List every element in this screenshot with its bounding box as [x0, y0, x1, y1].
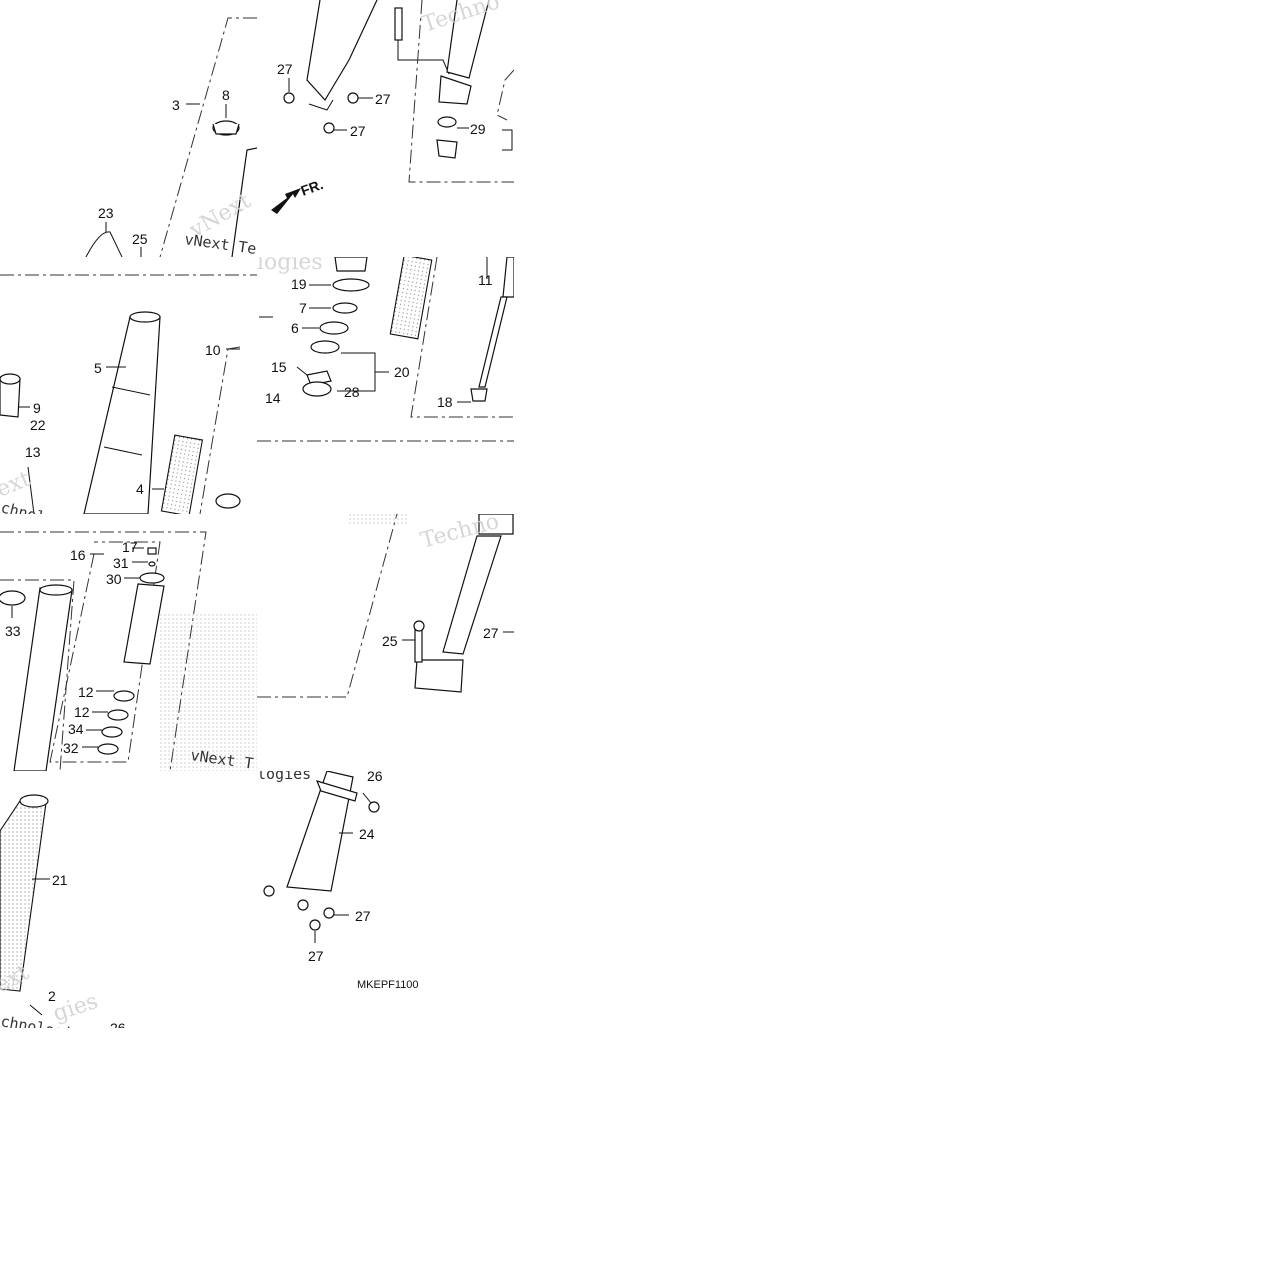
callout-14: 14 [265, 390, 281, 406]
diagram-tile-seals-damper: logies 19 7 6 15 20 28 14 11 18 [257, 257, 514, 514]
diagram-tile-cartridge: vNext T 16 17 31 30 33 12 12 34 32 [0, 514, 257, 771]
callout-16: 16 [70, 547, 86, 563]
callout-34: 34 [68, 721, 84, 737]
callout-21: 21 [52, 872, 68, 888]
callout-12-b: 12 [74, 704, 90, 720]
svg-text:logies: logies [257, 771, 311, 783]
callout-7: 7 [299, 300, 307, 316]
front-direction-label: FR. [299, 176, 326, 199]
callout-17: 17 [122, 539, 138, 555]
diagram-tile-fork-protector: logies 26 24 27 27 MKEPF1100 [257, 771, 514, 1028]
callout-22: 22 [30, 417, 46, 433]
svg-text:chnologies: chnologies [0, 498, 91, 514]
diagram-tile-lower-leg: ext gies chnologie 21 2 26 [0, 771, 257, 1028]
callout-2: 2 [48, 988, 56, 1004]
callout-26: 26 [367, 771, 383, 784]
svg-text:vNext Tec: vNext Tec [183, 230, 257, 257]
callout-23: 23 [98, 205, 114, 221]
callout-27-a: 27 [355, 908, 371, 924]
callout-29: 29 [470, 121, 486, 137]
callout-27-b: 27 [308, 948, 324, 964]
callout-10: 10 [205, 342, 221, 358]
callout-26: 26 [110, 1020, 126, 1028]
callout-33: 33 [5, 623, 21, 639]
callout-28: 28 [344, 384, 360, 400]
callout-24: 24 [359, 826, 375, 842]
diagram-tile-fork-guard-top: Techno 27 27 27 29 FR. [257, 0, 514, 257]
diagram-tile-inner-tube: ext chnologies 5 10 9 22 13 4 [0, 257, 257, 514]
callout-5: 5 [94, 360, 102, 376]
svg-text:logies: logies [257, 257, 323, 275]
callout-27-b: 27 [375, 91, 391, 107]
callout-13: 13 [25, 444, 41, 460]
diagram-tile-upper-fork-cap: vNext vNext Tec 3 8 23 25 [0, 0, 257, 257]
callout-32: 32 [63, 740, 79, 756]
callout-8: 8 [222, 87, 230, 103]
callout-31: 31 [113, 555, 129, 571]
callout-27-a: 27 [277, 61, 293, 77]
callout-9: 9 [33, 400, 41, 416]
callout-27-c: 27 [350, 123, 366, 139]
callout-4: 4 [136, 481, 144, 497]
callout-11: 11 [478, 272, 493, 288]
callout-30: 30 [106, 571, 122, 587]
callout-3: 3 [172, 97, 180, 113]
callout-18: 18 [437, 394, 453, 410]
callout-12-a: 12 [78, 684, 94, 700]
callout-15: 15 [271, 359, 287, 375]
diagram-code: MKEPF1100 [357, 979, 419, 991]
callout-19: 19 [291, 276, 307, 292]
callout-6: 6 [291, 320, 299, 336]
diagram-tile-outer-tube: Techno 25 27 [257, 514, 514, 771]
callout-25: 25 [382, 633, 398, 649]
callout-25: 25 [132, 231, 148, 247]
callout-20: 20 [394, 364, 410, 380]
callout-27: 27 [483, 625, 499, 641]
